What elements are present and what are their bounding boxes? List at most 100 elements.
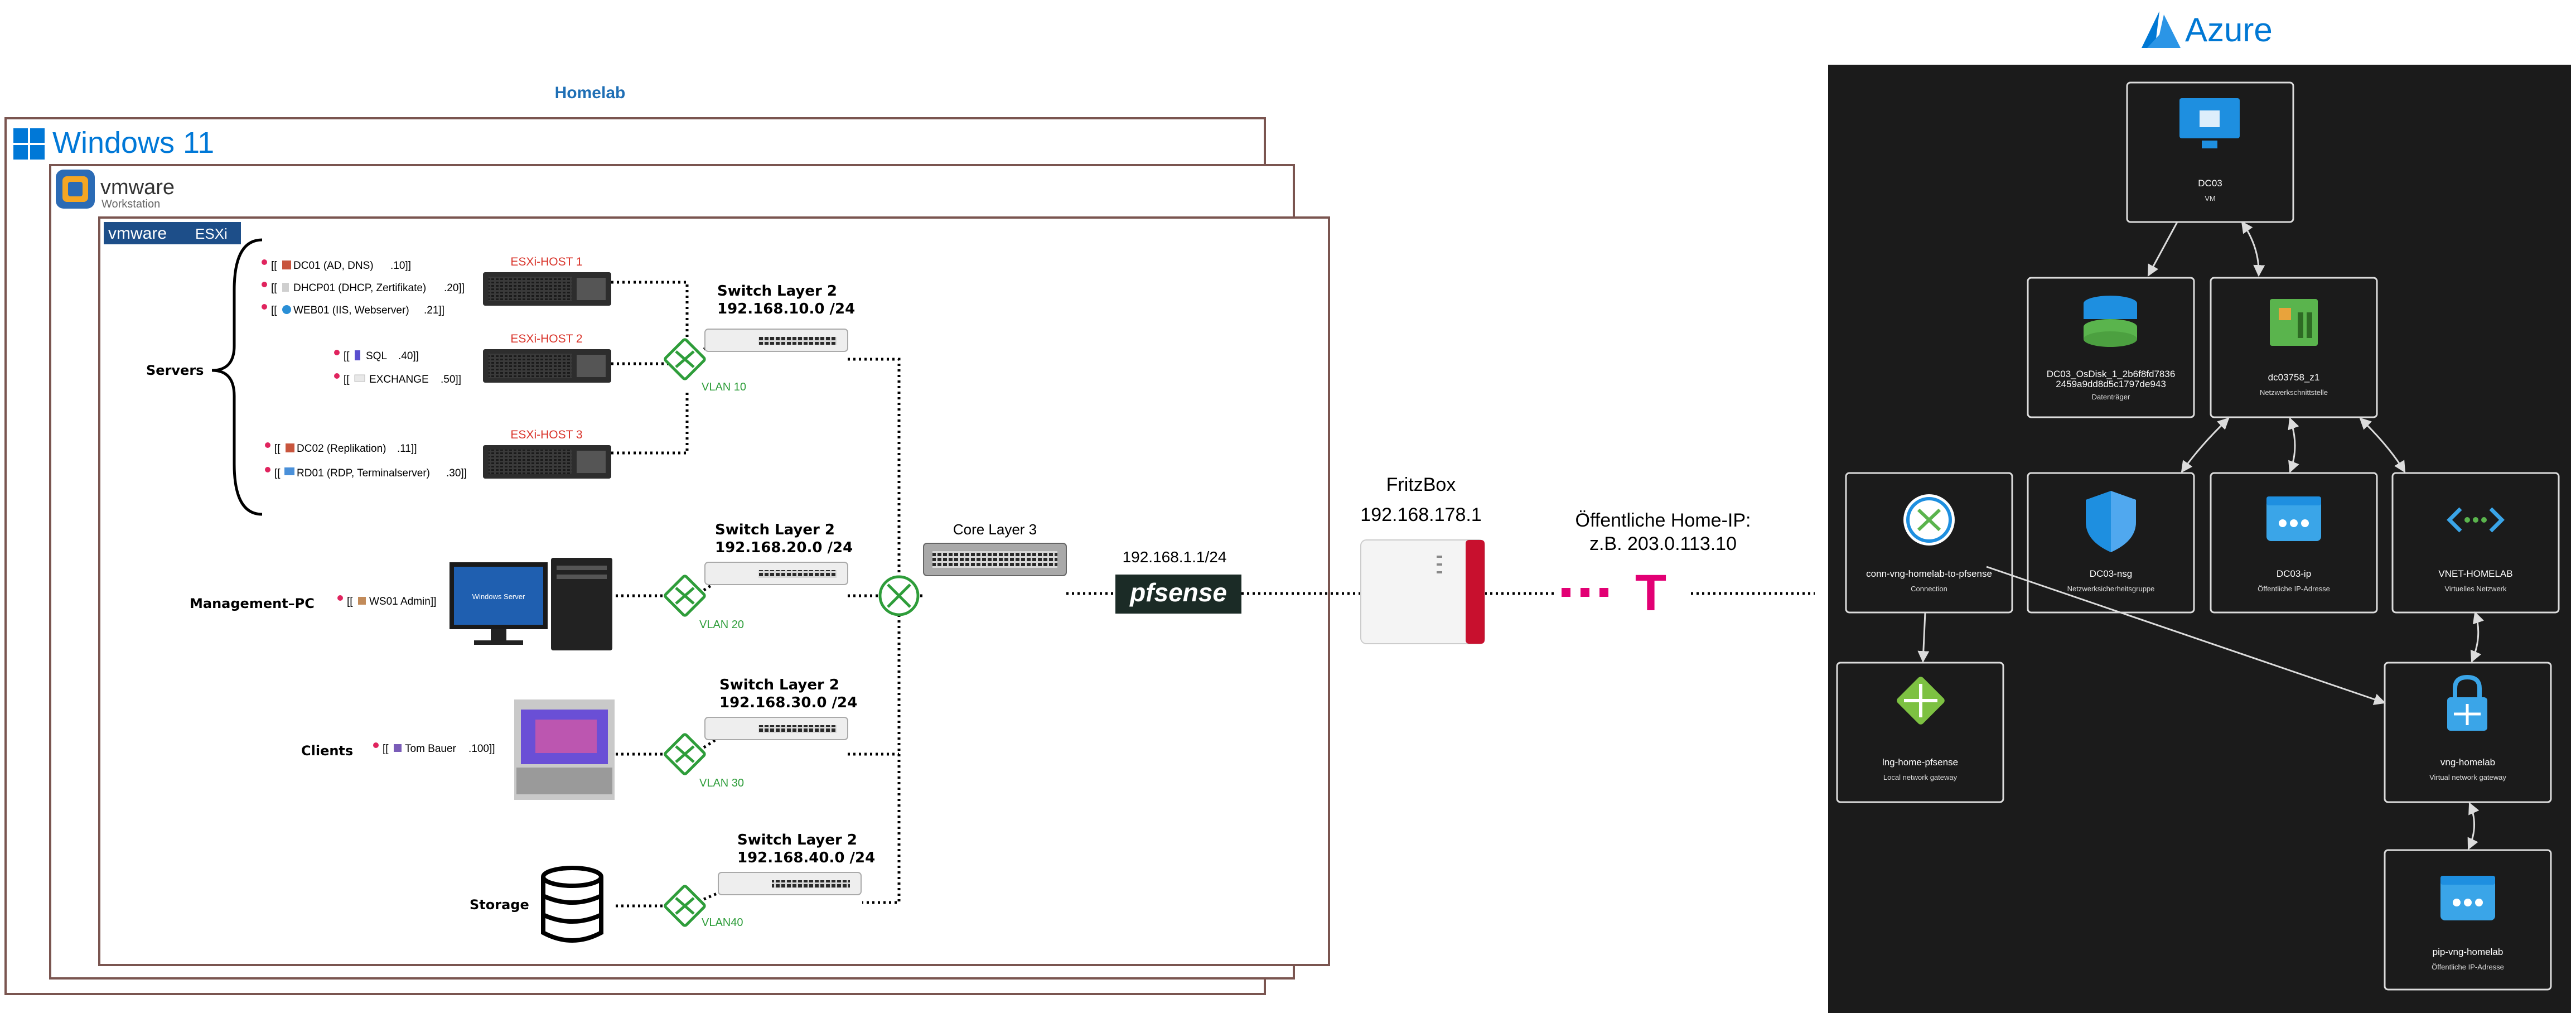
node-name: dc03758_z1: [2268, 372, 2320, 383]
vmware-workstation-brand: vmware: [100, 176, 175, 199]
node-name: DC03-nsg: [2090, 568, 2133, 579]
server-name: DC01 (AD, DNS): [293, 260, 374, 272]
pin-icon: [262, 259, 267, 265]
vlan-label: VLAN 20: [699, 619, 744, 631]
host-label: ESXi-HOST 2: [510, 332, 582, 345]
vlan-label: VLAN 30: [699, 777, 744, 789]
group-label-storage: Storage: [470, 897, 529, 913]
server-prefix: [[: [274, 443, 281, 455]
server-ip: .21]]: [424, 305, 444, 316]
public-ip-icon: [2266, 496, 2321, 541]
azure-node-nic[interactable]: dc03758_z1 Netzwerkschnittstelle: [2210, 277, 2378, 418]
windows-label: Windows 11: [52, 126, 214, 160]
esxi-host-3: ESXi-HOST 3: [483, 428, 611, 479]
pin-icon: [337, 595, 343, 601]
server-prefix: [[: [274, 467, 281, 479]
user-icon: [394, 744, 402, 752]
azure-node-connection[interactable]: conn-vng-homelab-to-pfsense Connection: [1845, 472, 2013, 614]
azure-node-vm[interactable]: DC03 VM: [2126, 81, 2294, 223]
pfsense-logo-icon: [1115, 575, 1241, 614]
node-name-2: 2459a9dd8d5c1797de943: [2056, 379, 2166, 389]
pin-icon: [334, 373, 340, 379]
fritzbox-name: FritzBox: [1386, 474, 1456, 495]
group-label-clients: Clients: [301, 743, 353, 759]
server-icon: [282, 260, 291, 269]
vlan20-switch-icon: VLAN 20: [664, 575, 744, 631]
globe-icon: [282, 305, 291, 314]
host-label: ESXi-HOST 1: [510, 255, 582, 268]
node-type: Virtual network gateway: [2429, 773, 2506, 781]
server-ip: .11]]: [397, 443, 417, 455]
server-ip: .20]]: [444, 282, 465, 294]
node-type: Datenträger: [2092, 393, 2130, 401]
azure-node-vng[interactable]: vng-homelab Virtual network gateway: [2384, 662, 2552, 803]
switch-subnet: 192.168.20.0 /24: [715, 539, 853, 556]
server-ip: .50]]: [441, 374, 461, 385]
server-ip: .30]]: [446, 467, 467, 479]
switch-subnet: 192.168.10.0 /24: [717, 301, 855, 317]
certificate-icon: [282, 283, 289, 292]
client-ip: .100]]: [468, 743, 495, 755]
host-label: ESXi-HOST 3: [510, 428, 582, 441]
azure-logo-icon: [2142, 11, 2181, 48]
node-name: VNET-HOMELAB: [2438, 568, 2512, 579]
management-pc-icon: Windows Server: [450, 558, 612, 650]
server-name: WEB01 (IIS, Webserver): [293, 305, 409, 316]
vlan-label: VLAN40: [702, 916, 743, 929]
pfsense-ip: 192.168.1.1/24: [1123, 548, 1227, 566]
vnet-icon: [2447, 507, 2462, 533]
azure-node-disk[interactable]: DC03_OsDisk_1_2b6f8fd7836 2459a9dd8d5c17…: [2027, 277, 2195, 418]
public-ip-icon: [2440, 876, 2495, 920]
node-type: Connection: [1911, 585, 1947, 593]
server-prefix: [[: [271, 305, 277, 316]
node-name: vng-homelab: [2440, 757, 2495, 768]
laptop-icon: [514, 699, 615, 800]
server-prefix: [[: [344, 350, 350, 362]
node-name-1: DC03_OsDisk_1_2b6f8fd7836: [2047, 369, 2176, 379]
monitor-icon: [284, 467, 294, 475]
switch-2: Switch Layer 2 192.168.20.0 /24: [704, 522, 853, 585]
server-name: DHCP01 (DHCP, Zertifikate): [293, 282, 426, 294]
azure-node-nsg[interactable]: DC03-nsg Netzwerksicherheitsgruppe: [2027, 472, 2195, 614]
telekom-logo-icon: T: [1562, 565, 1666, 621]
client-name: Tom Bauer: [405, 743, 457, 755]
mail-icon: [354, 374, 365, 382]
esxi-host-1: ESXi-HOST 1: [483, 255, 611, 306]
fritzbox-router-icon: [1360, 539, 1485, 644]
server-name: SQL: [366, 350, 387, 362]
mgmt-name: WS01 Admin]]: [369, 596, 436, 607]
vmware-workstation-logo-icon: [56, 170, 95, 209]
pin-icon: [265, 442, 270, 448]
database-storage-icon: [541, 866, 603, 943]
azure-node-public-ip[interactable]: DC03-ip Öffentliche IP-Adresse: [2210, 472, 2378, 614]
database-icon: [355, 350, 360, 360]
azure-node-pip-vng[interactable]: pip-vng-homelab Öffentliche IP-Adresse: [2384, 849, 2552, 991]
user-icon: [358, 597, 366, 605]
node-type: Netzwerkschnittstelle: [2260, 388, 2328, 397]
node-name: pip-vng-homelab: [2433, 947, 2503, 957]
node-type: VM: [2205, 194, 2216, 202]
pin-icon: [373, 742, 379, 748]
public-ip-line2: z.B. 203.0.113.10: [1589, 533, 1737, 554]
server-prefix: [[: [271, 260, 277, 272]
pfsense-logo-text: pfsense: [1129, 578, 1227, 607]
group-label-servers: Servers: [146, 363, 204, 378]
windows-logo-icon: [13, 128, 45, 160]
pin-icon: [334, 350, 340, 355]
vmware-workstation-product: Workstation: [102, 198, 160, 210]
group-label-management: Management–PC: [190, 596, 315, 611]
azure-node-lng[interactable]: lng-home-pfsense Local network gateway: [1836, 662, 2004, 803]
node-name: conn-vng-homelab-to-pfsense: [1866, 568, 1992, 579]
azure-node-vnet[interactable]: VNET-HOMELAB Virtuelles Netzwerk: [2391, 472, 2560, 614]
node-type: Virtuelles Netzwerk: [2444, 585, 2507, 593]
server-prefix: [[: [344, 374, 350, 385]
node-type: Local network gateway: [1883, 773, 1958, 781]
node-type: Öffentliche IP-Adresse: [2432, 963, 2504, 971]
windows-server-screen-text: Windows Server: [472, 592, 525, 601]
switch-3: Switch Layer 2 192.168.30.0 /24: [704, 677, 857, 740]
public-ip-line1: Öffentliche Home-IP:: [1575, 510, 1751, 531]
vlan-label: VLAN 10: [702, 381, 746, 393]
esxi-badge-product: ESXi: [195, 225, 228, 242]
node-type: Netzwerksicherheitsgruppe: [2067, 585, 2155, 593]
